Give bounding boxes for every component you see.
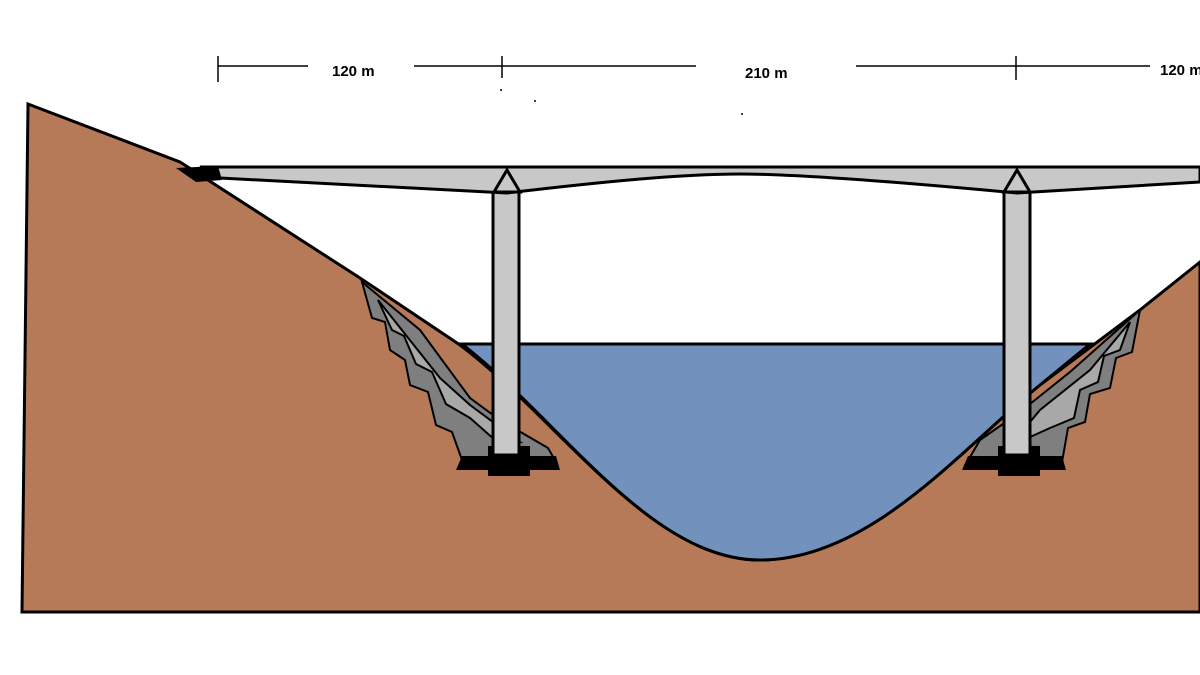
left-pier: [491, 188, 521, 457]
speck: [741, 113, 743, 115]
right-foundation-inner: [1009, 321, 1131, 447]
right-pier-head: [1001, 167, 1033, 194]
left-pier-head: [491, 167, 523, 194]
span-label-center: 210 m: [745, 65, 788, 82]
left-foundation-inner: [377, 299, 524, 444]
bridge-deck: [199, 165, 1200, 195]
dimension-line: [217, 56, 1150, 82]
left-abutment: [176, 166, 222, 182]
water: [457, 342, 1095, 562]
left-foundation-rock: [360, 279, 558, 464]
span-label-left: 120 m: [332, 63, 375, 80]
speck: [534, 100, 536, 102]
speck: [500, 89, 502, 91]
span-label-right: 120 m: [1160, 62, 1200, 79]
right-pier: [1002, 188, 1032, 457]
